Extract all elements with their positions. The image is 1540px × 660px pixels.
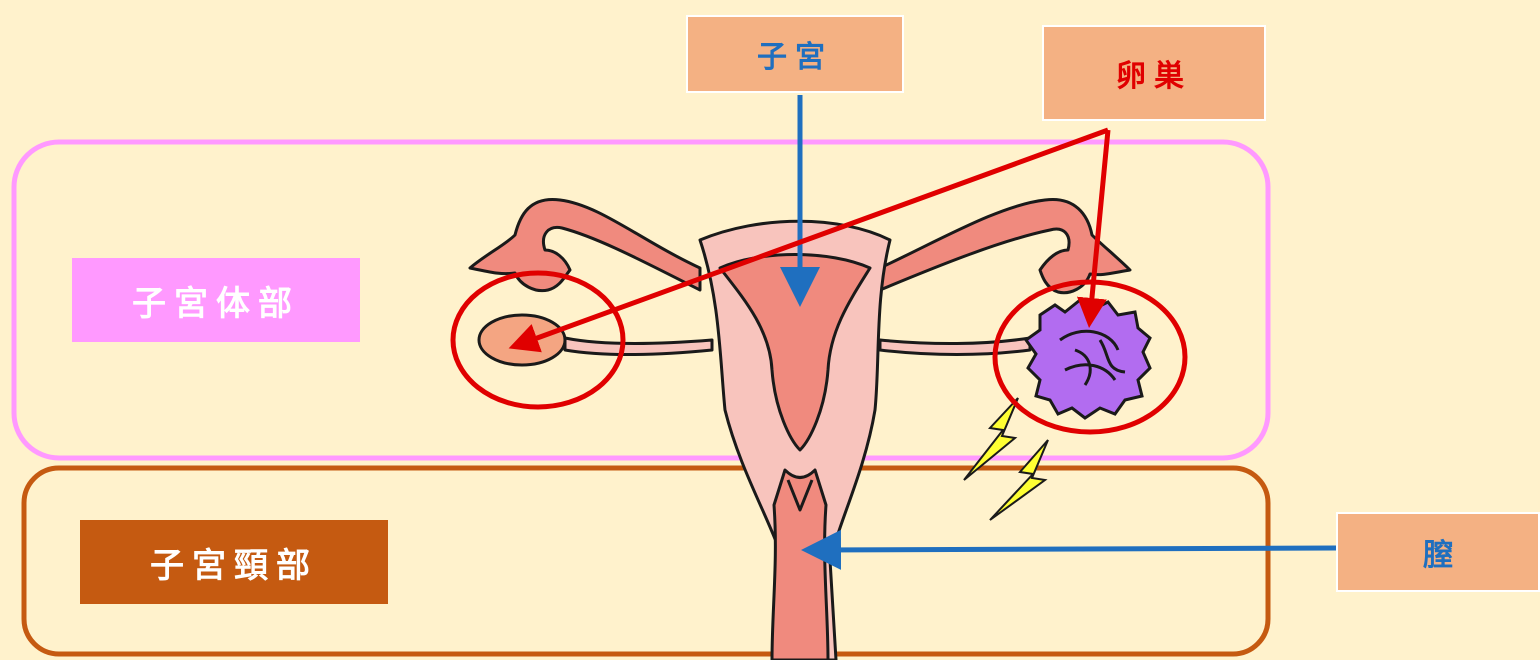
uterine-body-label: 子宮体部 xyxy=(72,258,360,342)
cervix-label: 子宮頸部 xyxy=(80,520,388,604)
vagina xyxy=(772,470,828,660)
ovary-arrow-right xyxy=(1090,130,1108,318)
ovary-label: 卵巣 xyxy=(1042,25,1266,121)
vagina-arrow xyxy=(816,548,1336,550)
left-ovary xyxy=(479,315,565,365)
uterus-label: 子宮 xyxy=(686,15,904,93)
right-ovarian-ligament xyxy=(880,338,1030,355)
vagina-label: 膣 xyxy=(1336,512,1540,592)
left-ovarian-ligament xyxy=(565,338,712,355)
